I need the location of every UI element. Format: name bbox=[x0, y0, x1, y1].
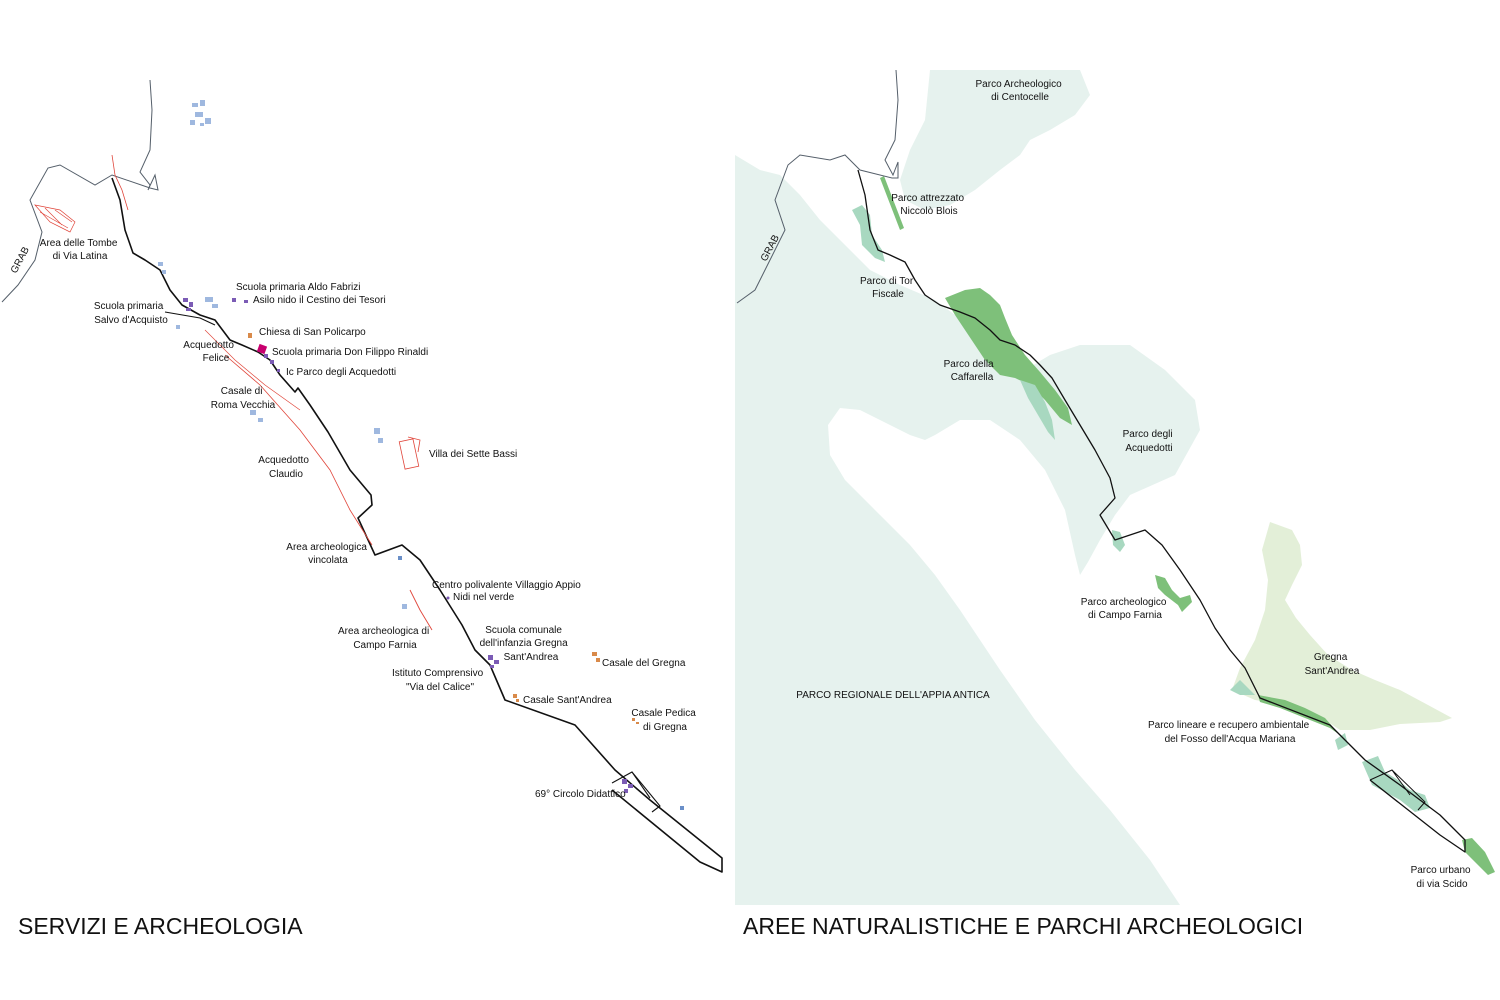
tombe-via-latina-area bbox=[34, 204, 76, 233]
label-mariana: Parco lineare e recupero ambientale del … bbox=[1148, 720, 1312, 745]
appia-antica-park-area bbox=[735, 155, 1200, 905]
label-policarpo: Chiesa di San Policarpo bbox=[259, 327, 366, 338]
label-gregna: Gregna Sant'Andrea bbox=[1305, 652, 1360, 677]
blois-park-area bbox=[880, 176, 904, 230]
centocelle-park-area bbox=[900, 70, 1090, 210]
route-branch-right bbox=[1369, 769, 1426, 811]
left-map: GRAB Area delle Tombe di Via Latina Scuo… bbox=[1, 79, 723, 939]
sette-bassi-area bbox=[398, 436, 421, 470]
building-clusters bbox=[158, 100, 684, 810]
label-casale-sa: Casale Sant'Andrea bbox=[523, 695, 612, 706]
label-acquedotti: Parco degli Acquedotti bbox=[1123, 429, 1176, 454]
campo-farnia-park-area bbox=[1155, 575, 1192, 612]
label-circolo: 69° Circolo Didattico bbox=[535, 789, 626, 800]
label-calice: Istituto Comprensivo "Via del Calice" bbox=[392, 668, 486, 693]
label-claudio: Acquedotto Claudio bbox=[258, 455, 311, 480]
route-branch bbox=[611, 771, 661, 813]
label-sette-bassi: Villa dei Sette Bassi bbox=[429, 449, 517, 460]
tor-fiscale-park-area bbox=[852, 205, 885, 262]
caffarella-mid-area bbox=[1020, 380, 1055, 440]
label-caffarella: Parco della Caffarella bbox=[944, 359, 997, 383]
label-blois: Parco attrezzato Niccolò Blois bbox=[891, 193, 967, 217]
label-tor-fiscale: Parco di Tor Fiscale bbox=[860, 276, 916, 300]
label-scido: Parco urbano di via Scido bbox=[1411, 865, 1474, 890]
right-map: GRAB Parco Archeologico di Centocelle Pa… bbox=[735, 69, 1495, 939]
study-route bbox=[111, 177, 723, 873]
label-acquisto: Scuola primaria Salvo d'Acquisto bbox=[94, 301, 168, 326]
label-campo-farnia: Area archeologica di Campo Farnia bbox=[338, 626, 432, 651]
label-rinaldi: Scuola primaria Don Filippo Rinaldi bbox=[272, 347, 428, 358]
label-gregna-school: Scuola comunale dell'infanzia Gregna San… bbox=[480, 625, 571, 663]
acquedotto-felice-line bbox=[111, 154, 129, 211]
scido-park-area bbox=[1462, 838, 1495, 875]
label-appia: PARCO REGIONALE DELL'APPIA ANTICA bbox=[796, 690, 990, 701]
acquedotto-felice-line-2 bbox=[204, 329, 301, 411]
label-villaggio: Centro polivalente Villaggio Appio Nidi … bbox=[432, 580, 584, 603]
campo-farnia-small-area bbox=[1112, 530, 1125, 552]
left-panel-title: SERVIZI E ARCHEOLOGIA bbox=[18, 913, 303, 939]
casale-markers bbox=[248, 333, 639, 724]
label-fabrizi: Scuola primaria Aldo Fabrizi Asilo nido … bbox=[236, 282, 386, 306]
mariana-pieces bbox=[1230, 680, 1430, 812]
label-felice: Acquedotto Felice bbox=[183, 340, 236, 364]
right-panel-title: AREE NATURALISTICHE E PARCHI ARCHEOLOGIC… bbox=[743, 913, 1303, 939]
label-pedica: Casale Pedica di Gregna bbox=[631, 708, 698, 733]
rinaldi-school-marker bbox=[256, 343, 268, 355]
label-ic-parco: Ic Parco degli Acquedotti bbox=[286, 367, 396, 378]
municipal-boundary bbox=[1, 79, 159, 303]
label-centocelle: Parco Archeologico di Centocelle bbox=[976, 79, 1065, 103]
route-side-link bbox=[164, 311, 216, 326]
study-route-right bbox=[857, 169, 1466, 853]
gregna-sant-andrea-area bbox=[1232, 522, 1452, 730]
municipal-boundary-right bbox=[736, 69, 899, 304]
label-vincolata: Area archeologica vincolata bbox=[286, 542, 369, 566]
campo-farnia-line bbox=[409, 589, 433, 631]
school-markers bbox=[183, 298, 633, 793]
label-tombe: Area delle Tombe di Via Latina bbox=[40, 238, 120, 262]
grab-road-label: GRAB bbox=[9, 245, 32, 275]
label-campo-farnia-park: Parco archeologico di Campo Farnia bbox=[1081, 597, 1169, 621]
label-roma-vecchia: Casale di Roma Vecchia bbox=[211, 386, 276, 411]
label-casale-gregna: Casale del Gregna bbox=[602, 658, 686, 669]
acquedotto-claudio-line bbox=[224, 354, 373, 546]
caffarella-park-area bbox=[945, 288, 1072, 425]
